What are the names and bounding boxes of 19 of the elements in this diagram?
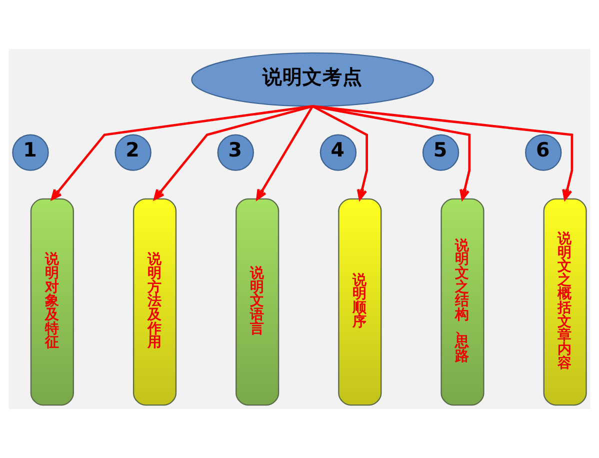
- node-circle: 3: [217, 134, 254, 171]
- arrow: [154, 105, 313, 200]
- node-box: 说明对象及特征: [30, 198, 74, 406]
- node-circle: 5: [422, 134, 460, 171]
- node-circle: 2: [114, 134, 152, 171]
- node-circle: 4: [320, 134, 357, 171]
- node-circle: 6: [525, 134, 562, 171]
- node-box: 说明文之概括文章内容: [543, 198, 587, 406]
- node-box: 说明文语言: [236, 198, 280, 406]
- node-box: 说明方法及作用: [132, 198, 177, 406]
- arrow: [256, 106, 314, 200]
- arrow: [312, 105, 471, 200]
- node-box: 说明顺序: [338, 198, 382, 406]
- arrow: [51, 105, 313, 200]
- arrow: [312, 105, 574, 200]
- node-circle: 1: [12, 134, 49, 171]
- node-ellipse: 说明文考点: [191, 52, 434, 107]
- arrow: [312, 105, 368, 200]
- node-box: 说明文之结构、思路: [440, 198, 484, 406]
